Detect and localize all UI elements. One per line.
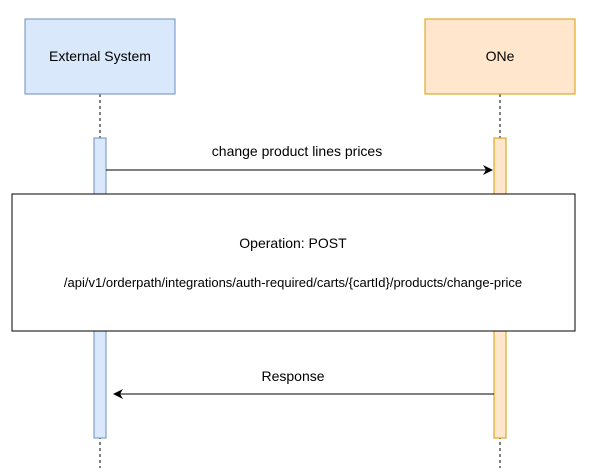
message-request-label: change product lines prices [212,143,382,159]
operation-method-text: Operation: POST [239,235,347,251]
participant-external-system[interactable]: External System [24,18,176,95]
operation-note-box [11,193,576,332]
participant-label-one: ONe [486,48,515,64]
message-response-label: Response [261,368,324,384]
participant-box-external-system [24,18,176,95]
operation-endpoint-text: /api/v1/orderpath/integrations/auth-requ… [64,275,522,290]
participant-label-external-system: External System [49,48,151,64]
participant-one[interactable]: ONe [424,18,576,95]
message-response[interactable]: Response [113,368,494,399]
operation-note: Operation: POST /api/v1/orderpath/integr… [11,193,576,332]
message-request[interactable]: change product lines prices [106,143,493,175]
participant-box-one [424,18,576,95]
